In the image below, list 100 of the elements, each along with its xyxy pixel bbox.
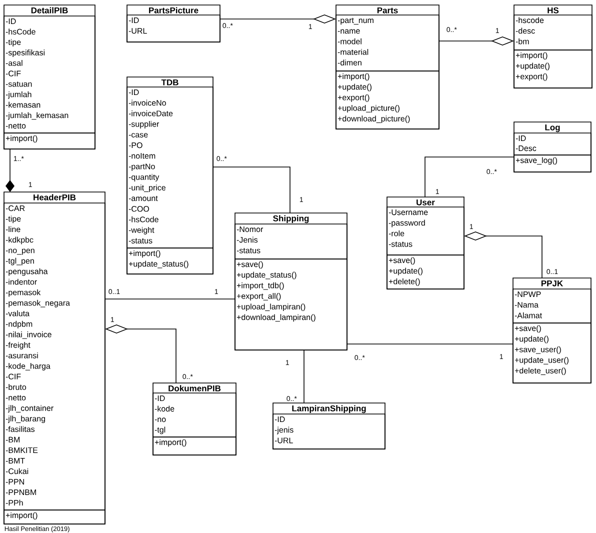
method-text: +save()	[388, 257, 415, 265]
method-text: +save()	[514, 325, 541, 333]
attribute-text: -line	[6, 226, 20, 232]
attribute-text: -invoiceNo	[128, 100, 166, 106]
attribute-text: -hsCode	[6, 28, 36, 35]
attribute-text: -kdkpbc	[6, 236, 34, 244]
attribute-text: -netto	[6, 395, 26, 400]
attribute-compartment	[336, 14, 440, 72]
method-text: +update()	[388, 268, 422, 276]
attribute-text: -ndpbm	[6, 320, 32, 328]
attribute-text: -no	[154, 418, 166, 422]
method-text: +import()	[516, 52, 548, 60]
attribute-text: -ID	[128, 90, 139, 95]
method-compartment	[512, 322, 592, 384]
attribute-text: -bruto	[6, 384, 26, 390]
method-text: +download_picture()	[338, 116, 410, 124]
method-compartment	[152, 436, 236, 456]
attribute-text: -jenis	[274, 426, 294, 434]
attribute-text: -tipe	[6, 216, 21, 224]
attribute-text: -Nomor	[236, 226, 264, 232]
attribute-text: -desc	[516, 28, 535, 34]
method-text: +upload_picture()	[338, 105, 400, 112]
method-text: +import()	[128, 250, 160, 258]
class-name: PPJK	[541, 280, 564, 286]
attribute-text: -jlh_container	[6, 405, 54, 413]
attribute-text: -asuransi	[6, 352, 38, 358]
attribute-compartment	[272, 414, 386, 450]
method-text: +update_status()	[236, 272, 296, 280]
attribute-text: -status	[388, 242, 412, 247]
method-text: +export()	[338, 94, 370, 102]
attribute-text: -role	[388, 230, 404, 236]
class-name: TDB	[161, 79, 178, 86]
attribute-text: -CIF	[6, 70, 21, 76]
method-text: +update()	[338, 84, 372, 92]
attribute-compartment	[386, 206, 464, 256]
attribute-text: -COO	[128, 206, 150, 212]
association-line	[424, 156, 514, 198]
method-text: +delete_user()	[514, 368, 566, 376]
attribute-compartment	[4, 16, 96, 134]
method-compartment	[4, 132, 96, 150]
attribute-text: -URL	[128, 28, 147, 34]
attribute-text: -PPNBM	[6, 490, 36, 496]
attribute-text: -Cukai	[6, 468, 28, 474]
attribute-text: -jlh_barang	[6, 416, 46, 424]
class-name: Parts	[377, 7, 398, 14]
attribute-text: -PPN	[6, 479, 24, 484]
attribute-text: -freight	[6, 342, 30, 350]
attribute-text: -pemasok_negara	[6, 300, 70, 308]
attribute-text: -PO	[128, 142, 142, 148]
attribute-text: -Jenis	[236, 236, 258, 243]
method-compartment	[4, 510, 106, 524]
attribute-text: -tgl_pen	[6, 258, 34, 266]
attribute-text: -pengusaha	[6, 268, 48, 276]
method-text: +import()	[154, 439, 186, 447]
attribute-text: -part_num	[338, 18, 374, 25]
attribute-text: -jumlah	[6, 91, 32, 99]
method-text: +export_all()	[236, 293, 281, 300]
method-compartment	[514, 50, 592, 88]
method-compartment	[126, 248, 214, 274]
attribute-text: -BMKITE	[6, 447, 38, 453]
attribute-text: -password	[388, 220, 425, 228]
attribute-text: -indentor	[6, 278, 37, 285]
association-line	[104, 298, 236, 300]
class-name: HS	[548, 7, 559, 14]
attribute-text: -NPWP	[514, 292, 541, 297]
attribute-text: -nilai_invoice	[6, 331, 52, 339]
method-text: +export()	[516, 73, 548, 81]
method-text: +update()	[514, 336, 548, 344]
attribute-text: -status	[236, 248, 260, 254]
attribute-text: -quantity	[128, 174, 160, 182]
attribute-compartment	[152, 392, 236, 438]
attribute-text: -BMT	[6, 458, 25, 464]
attribute-text: -weight	[128, 227, 154, 234]
method-compartment	[514, 154, 592, 172]
attribute-text: -hscode	[516, 17, 544, 24]
attribute-text: -material	[338, 49, 368, 55]
attribute-text: -model	[338, 38, 362, 44]
attribute-text: -CAR	[6, 205, 25, 212]
class-name: User	[416, 199, 435, 206]
attribute-text: -ID	[274, 416, 285, 422]
method-text: +import_tdb()	[236, 282, 284, 290]
class-name: HeaderPIB	[34, 194, 76, 200]
method-text: +upload_lampiran()	[236, 304, 306, 312]
attribute-text: -case	[128, 133, 148, 138]
attribute-text: -netto	[6, 123, 26, 129]
attribute-text: -spesifikasi	[6, 50, 45, 57]
method-text: +update_user()	[514, 357, 568, 364]
method-text: +save()	[236, 261, 263, 269]
class-name: DokumenPIB	[168, 385, 221, 392]
method-text: +import()	[6, 512, 38, 520]
attribute-compartment	[126, 86, 214, 248]
attribute-text: -supplier	[128, 121, 160, 128]
attribute-text: -noItem	[128, 153, 156, 159]
attribute-text: -tipe	[6, 39, 21, 47]
attribute-text: -ID	[6, 18, 16, 24]
association-line	[212, 166, 290, 214]
attribute-text: -Username	[388, 210, 428, 216]
method-compartment	[386, 254, 464, 290]
class-name: Shipping	[273, 215, 309, 224]
attribute-text: -kemasan	[6, 102, 40, 108]
